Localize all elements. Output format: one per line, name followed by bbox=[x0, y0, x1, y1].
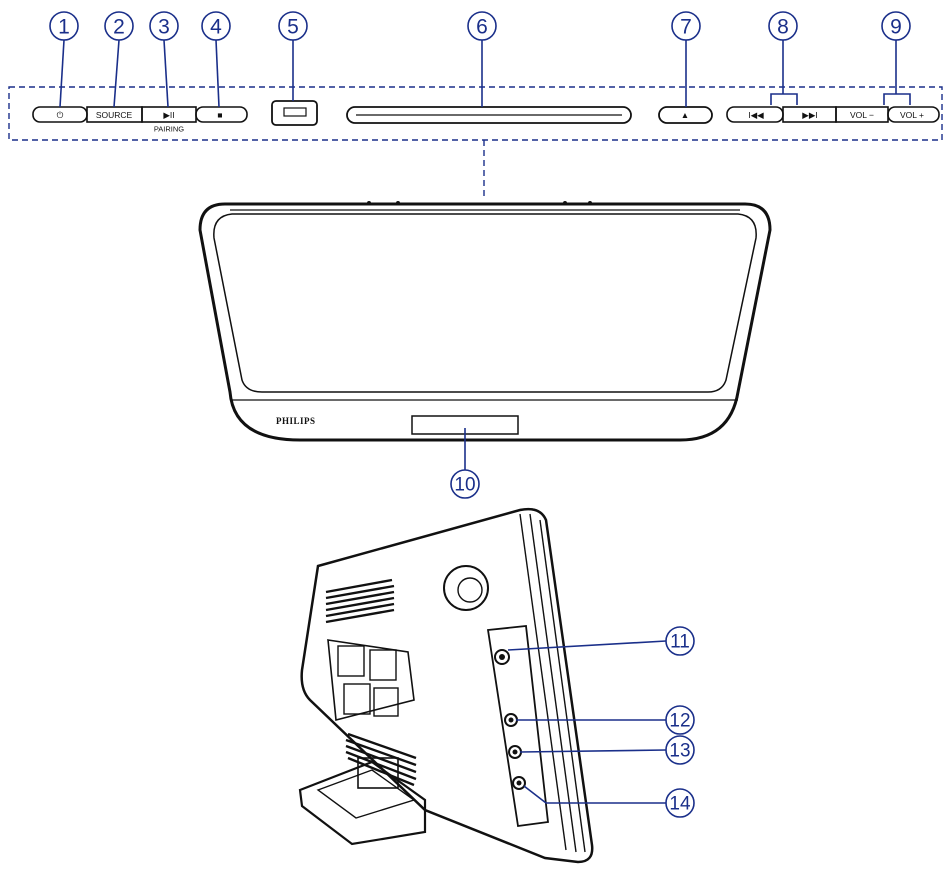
callout-7-circle bbox=[671, 11, 701, 41]
side-edge-line-2 bbox=[529, 513, 577, 853]
leader-1 bbox=[59, 39, 65, 108]
callout-12: 12 bbox=[669, 711, 690, 732]
front-unit: PHILIPS bbox=[198, 201, 772, 442]
callout-13: 13 bbox=[669, 741, 690, 762]
callout-1: 1 bbox=[58, 16, 70, 39]
power-button-label: ⏻ bbox=[57, 110, 64, 120]
bracket-9 bbox=[883, 93, 911, 105]
callout-6-circle bbox=[467, 11, 497, 41]
stand-post bbox=[357, 757, 399, 789]
next-button-label: ▶▶I bbox=[802, 110, 817, 120]
usb-slot[interactable] bbox=[271, 100, 318, 126]
side-connector-panel bbox=[486, 625, 549, 828]
bracket-8 bbox=[770, 93, 798, 105]
vol-up-button[interactable] bbox=[887, 106, 940, 123]
callout-5-circle bbox=[278, 11, 308, 41]
callout-13-circle bbox=[665, 735, 695, 765]
callouts-side: 11 12 13 14 bbox=[507, 626, 695, 818]
prev-button-label: I◀◀ bbox=[748, 110, 764, 120]
leader-13 bbox=[519, 749, 667, 753]
callout-2-circle bbox=[104, 11, 134, 41]
rear-mount-cutout-2 bbox=[369, 649, 397, 681]
callout-4: 4 bbox=[210, 16, 222, 39]
leader-2 bbox=[113, 39, 120, 108]
callout-6: 6 bbox=[476, 16, 488, 39]
callout-12-circle bbox=[665, 705, 695, 735]
callout-2: 2 bbox=[113, 16, 125, 39]
usb-slot-inner bbox=[283, 107, 307, 117]
stop-button-label: ■ bbox=[217, 110, 222, 120]
rear-mount-cutout-1 bbox=[337, 645, 365, 677]
leader-14 bbox=[523, 785, 666, 804]
front-unit-body bbox=[198, 202, 772, 442]
callout-14-circle bbox=[665, 788, 695, 818]
callout-10: 10 bbox=[454, 475, 475, 496]
callout-5: 5 bbox=[287, 16, 299, 39]
callout-9: 9 bbox=[890, 16, 902, 39]
button-group-left: ⏻ SOURCE ▶II ■ PAIRING bbox=[32, 106, 248, 134]
leader-4 bbox=[215, 39, 220, 108]
port-13-inner bbox=[512, 749, 518, 755]
stand-inner bbox=[316, 769, 416, 819]
rear-mount-cutout-4 bbox=[373, 687, 399, 717]
disc-slot bbox=[346, 106, 632, 124]
side-unit-body bbox=[300, 507, 594, 864]
source-button-label: SOURCE bbox=[96, 110, 133, 120]
pairing-label: PAIRING bbox=[154, 125, 184, 134]
top-sensor-c bbox=[563, 201, 567, 205]
top-sensor-b bbox=[396, 201, 400, 205]
stand-base bbox=[298, 760, 427, 846]
callout-1-circle bbox=[49, 11, 79, 41]
callout-11-circle bbox=[665, 626, 695, 656]
rear-vent-bottom bbox=[345, 732, 417, 787]
front-unit-inner bbox=[213, 213, 757, 393]
callout-10-circle bbox=[450, 469, 480, 499]
top-sensor-a bbox=[367, 201, 371, 205]
vol-down-button-label: VOL − bbox=[850, 110, 874, 120]
callout-3-circle bbox=[149, 11, 179, 41]
port-11-inner bbox=[499, 654, 505, 660]
callouts-top: 1 2 3 4 5 6 7 8 9 bbox=[49, 11, 911, 108]
callout-9-circle bbox=[881, 11, 911, 41]
callout-11: 11 bbox=[670, 632, 690, 653]
leader-11 bbox=[507, 640, 667, 651]
port-11 bbox=[494, 649, 510, 665]
brand-logo: PHILIPS bbox=[276, 416, 316, 426]
callout-7: 7 bbox=[680, 16, 692, 39]
rear-knob-inner bbox=[457, 577, 483, 603]
rear-vent-top bbox=[325, 578, 395, 624]
callout-8: 8 bbox=[777, 16, 789, 39]
stop-button[interactable] bbox=[195, 106, 248, 123]
top-sensor-d bbox=[588, 201, 592, 205]
port-12-inner bbox=[508, 717, 514, 723]
port-14 bbox=[512, 776, 526, 790]
eject-button-label: ▲ bbox=[681, 110, 689, 120]
vol-up-button-label: VOL + bbox=[900, 110, 924, 120]
callout-14: 14 bbox=[669, 794, 691, 815]
rear-mount-cutout-3 bbox=[343, 683, 371, 715]
button-group-right: I◀◀ ▶▶I VOL − VOL + bbox=[726, 106, 940, 123]
leader-3 bbox=[163, 39, 169, 108]
play-pause-button-label: ▶II bbox=[163, 110, 174, 120]
callout-3: 3 bbox=[158, 16, 170, 39]
port-14-inner bbox=[516, 780, 522, 786]
side-edge-line-3 bbox=[539, 519, 586, 853]
side-unit bbox=[298, 507, 594, 864]
side-edge-line-1 bbox=[519, 513, 567, 851]
top-panel-frame bbox=[8, 86, 943, 141]
callout-8-circle bbox=[768, 11, 798, 41]
rear-knob-outer bbox=[443, 565, 489, 611]
callout-4-circle bbox=[201, 11, 231, 41]
rear-mount-plate bbox=[327, 639, 415, 722]
